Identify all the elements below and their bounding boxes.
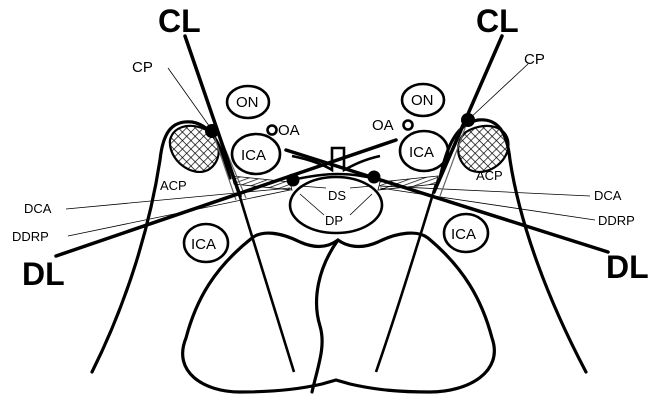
dp-leader-left xyxy=(300,194,324,215)
label-dl-left: DL xyxy=(22,256,65,292)
label-cl-left: CL xyxy=(158,3,201,39)
ophthalmic-artery-right xyxy=(404,121,413,130)
sinus-septum xyxy=(312,240,338,392)
ds-leader-left xyxy=(300,186,326,188)
label-cl-right: CL xyxy=(476,3,519,39)
label-cp-left: CP xyxy=(132,59,153,76)
label-cp-right: CP xyxy=(524,51,545,68)
label-dca-right: DCA xyxy=(594,188,622,203)
label-dl-right: DL xyxy=(606,249,649,285)
ds-leader-right xyxy=(350,186,372,188)
point-cp-left xyxy=(205,124,219,138)
point-ds-right xyxy=(368,171,381,184)
label-acp-left: ACP xyxy=(160,178,187,193)
point-cp-right xyxy=(461,113,475,127)
anterior-clinoid-right xyxy=(458,126,508,172)
label-ds: DS xyxy=(328,188,346,203)
label-on-right: ON xyxy=(411,92,434,109)
label-ica-lower-right: ICA xyxy=(451,226,476,243)
label-on-left: ON xyxy=(236,94,259,111)
label-oa-right: OA xyxy=(372,117,394,134)
right-inner-line xyxy=(376,184,436,372)
point-ds-left xyxy=(287,174,300,187)
label-ica-lower-left: ICA xyxy=(191,236,216,253)
left-inner-line xyxy=(236,184,294,372)
label-dca-left: DCA xyxy=(24,201,52,216)
label-acp-right: ACP xyxy=(476,168,503,183)
label-oa-left: OA xyxy=(278,122,300,139)
label-dp: DP xyxy=(325,213,343,228)
dp-leader-right xyxy=(350,194,372,215)
label-ddrp-right: DDRP xyxy=(598,213,635,228)
ophthalmic-artery-left xyxy=(268,126,277,135)
label-ddrp-left: DDRP xyxy=(12,229,49,244)
label-ica-upper-right: ICA xyxy=(409,144,434,161)
label-ica-upper-left: ICA xyxy=(241,147,266,164)
sphenoid-sinus xyxy=(183,233,495,392)
